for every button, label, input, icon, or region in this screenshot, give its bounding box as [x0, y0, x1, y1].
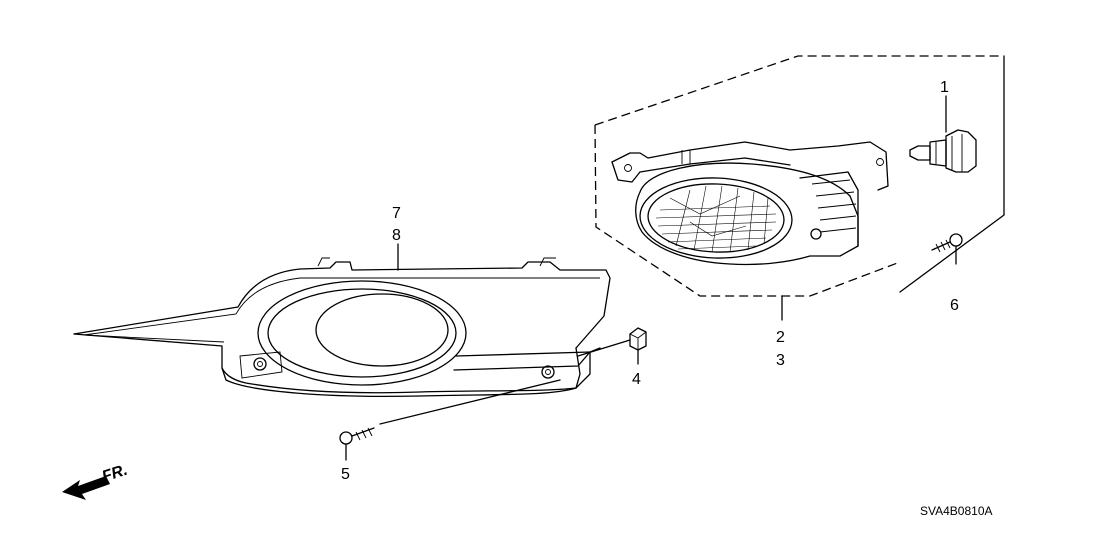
callout-2: 2: [776, 329, 785, 346]
screw-5: [339, 379, 561, 461]
fog-lamp-unit: [611, 141, 889, 321]
fog-light-garnish: [73, 243, 611, 398]
front-direction-arrow: FR.: [62, 462, 130, 500]
callout-4: 4: [632, 371, 641, 388]
drawing-code: SVA4B0810A: [920, 504, 993, 518]
bulb: [909, 95, 977, 173]
lens-hatching: [655, 185, 777, 253]
clip-nut-4: [577, 327, 647, 365]
callout-3: 3: [776, 352, 785, 369]
front-direction-label: FR.: [100, 462, 130, 486]
callout-6: 6: [950, 297, 959, 314]
screw-6: [931, 233, 963, 265]
callout-1: 1: [940, 79, 949, 96]
callout-7: 7: [392, 205, 401, 222]
callout-8: 8: [392, 227, 401, 244]
assembly-boundary: [594, 55, 1005, 297]
callout-5: 5: [341, 466, 350, 483]
